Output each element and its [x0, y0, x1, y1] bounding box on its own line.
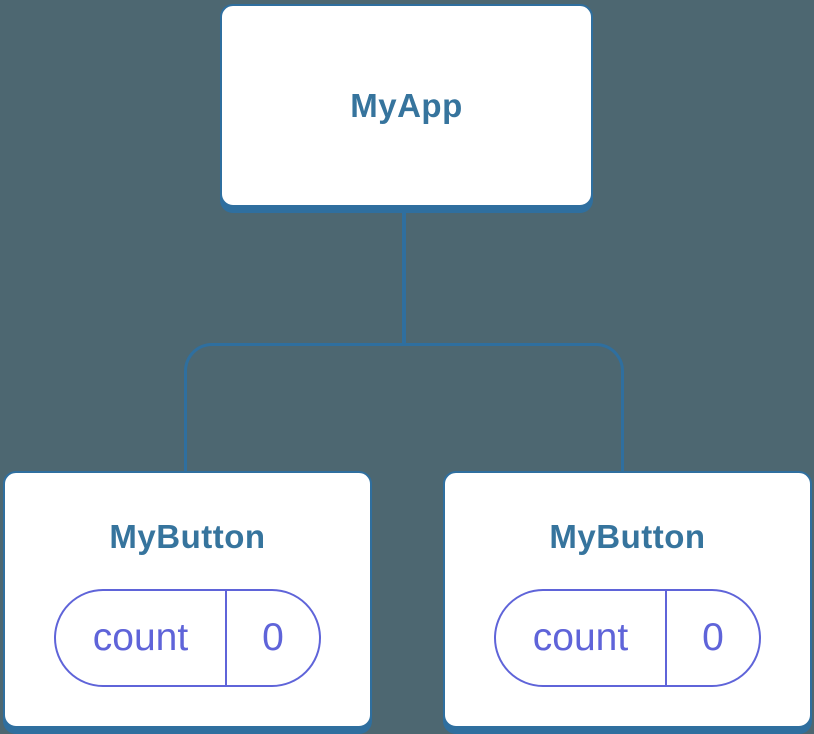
- state-name: count: [56, 591, 227, 685]
- root-node-label: MyApp: [350, 86, 463, 124]
- tree-node-root: MyApp: [220, 4, 593, 207]
- connector-branch-line: [184, 343, 624, 472]
- state-pill: count 0: [54, 589, 321, 687]
- state-pill: count 0: [494, 589, 761, 687]
- connector-stem-line: [402, 210, 406, 345]
- tree-node-child-right: MyButton count 0: [443, 471, 812, 728]
- state-value: 0: [262, 616, 284, 659]
- state-value: 0: [702, 616, 724, 659]
- state-name: count: [496, 591, 667, 685]
- child-node-label: MyButton: [549, 518, 706, 555]
- tree-node-child-left: MyButton count 0: [3, 471, 372, 728]
- child-node-label: MyButton: [109, 518, 266, 555]
